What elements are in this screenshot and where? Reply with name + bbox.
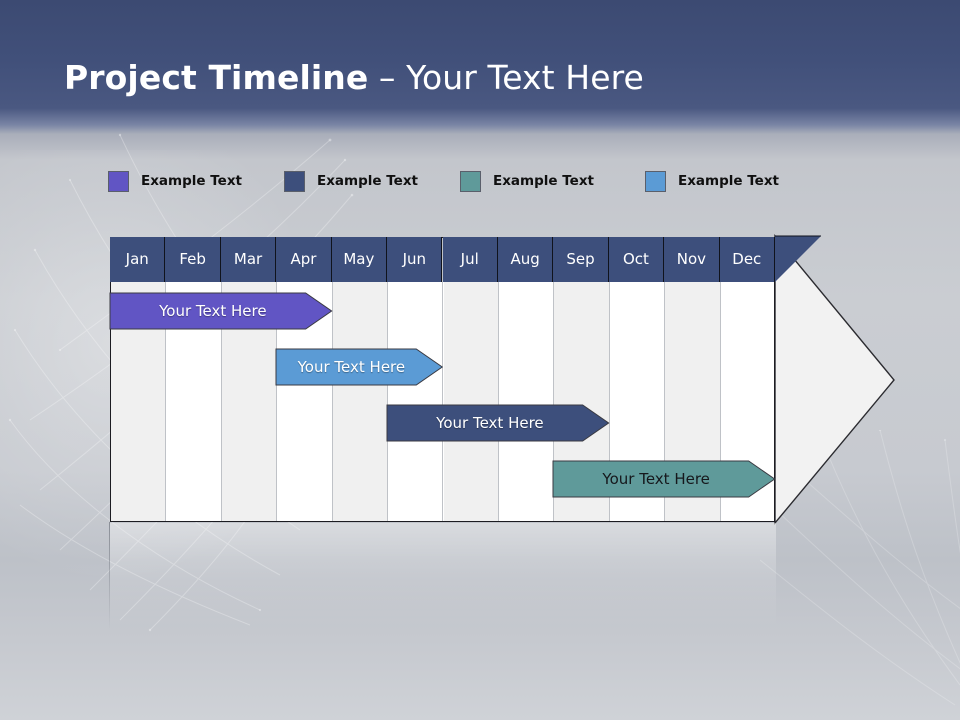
page-title-rest: – Your Text Here bbox=[368, 58, 644, 97]
timeline-bar-4-label: Your Text Here bbox=[602, 470, 710, 488]
timeline-column-oct bbox=[610, 238, 666, 521]
month-header-aug[interactable]: Aug bbox=[497, 237, 554, 282]
legend-swatch-purple bbox=[108, 170, 129, 192]
timeline-bar-3[interactable]: Your Text Here bbox=[386, 404, 610, 442]
legend-swatch-teal bbox=[460, 170, 481, 192]
month-header-dec[interactable]: Dec bbox=[719, 237, 775, 282]
legend-label-1: Example Text bbox=[141, 173, 242, 189]
timeline-column-jan bbox=[111, 238, 167, 521]
legend-swatch-lightblue bbox=[645, 170, 666, 192]
legend-item-3[interactable]: Example Text bbox=[460, 168, 594, 194]
timeline-bar-1-label: Your Text Here bbox=[159, 302, 267, 320]
month-header-label: Jun bbox=[402, 250, 426, 268]
legend-item-2[interactable]: Example Text bbox=[284, 168, 418, 194]
legend-item-1[interactable]: Example Text bbox=[108, 168, 242, 194]
legend-label-4: Example Text bbox=[678, 173, 779, 189]
month-header-mar[interactable]: Mar bbox=[220, 237, 277, 282]
timeline-bar-4[interactable]: Your Text Here bbox=[552, 460, 776, 498]
month-header-jul[interactable]: Jul bbox=[442, 237, 498, 282]
timeline-column-feb bbox=[166, 238, 222, 521]
month-header-label: Jul bbox=[460, 250, 479, 268]
month-header-jan[interactable]: Jan bbox=[110, 237, 166, 282]
month-header-label: Nov bbox=[676, 250, 706, 268]
legend: Example Text Example Text Example Text E… bbox=[108, 168, 828, 198]
month-header-nov[interactable]: Nov bbox=[664, 237, 720, 282]
timeline-month-header: Jan Feb Mar Apr May Jun Jul Aug Sep Oct Nov Dec bbox=[110, 237, 775, 282]
page-title: Project Timeline – Your Text Here bbox=[64, 58, 644, 97]
timeline-bar-1[interactable]: Your Text Here bbox=[109, 292, 333, 330]
month-header-label: Aug bbox=[510, 250, 540, 268]
month-header-label: May bbox=[343, 250, 375, 268]
legend-swatch-navy bbox=[284, 170, 305, 192]
month-header-jun[interactable]: Jun bbox=[387, 237, 443, 282]
month-header-label: Dec bbox=[732, 250, 762, 268]
month-header-label: Apr bbox=[290, 250, 317, 268]
month-header-apr[interactable]: Apr bbox=[276, 237, 332, 282]
month-header-label: Sep bbox=[566, 250, 595, 268]
timeline-column-jul bbox=[443, 238, 499, 521]
page-title-bold: Project Timeline bbox=[64, 58, 369, 97]
month-header-oct[interactable]: Oct bbox=[608, 237, 665, 282]
legend-label-3: Example Text bbox=[493, 173, 594, 189]
timeline-column-aug bbox=[499, 238, 555, 521]
timeline-bar-2-label: Your Text Here bbox=[297, 358, 406, 376]
month-header-label: Jan bbox=[125, 250, 149, 268]
month-header-label: Oct bbox=[622, 250, 649, 268]
month-header-sep[interactable]: Sep bbox=[553, 237, 609, 282]
legend-item-4[interactable]: Example Text bbox=[645, 168, 779, 194]
month-header-feb[interactable]: Feb bbox=[165, 237, 221, 282]
month-header-may[interactable]: May bbox=[331, 237, 388, 282]
legend-label-2: Example Text bbox=[317, 173, 418, 189]
timeline-bar-3-label: Your Text Here bbox=[436, 414, 544, 432]
timeline-bar-2[interactable]: Your Text Here bbox=[275, 348, 444, 386]
timeline-arrowhead bbox=[774, 234, 895, 525]
timeline-chart: Jan Feb Mar Apr May Jun Jul Aug Sep Oct Nov Dec You… bbox=[109, 234, 895, 525]
month-header-label: Feb bbox=[179, 250, 206, 268]
timeline-column-jun bbox=[388, 238, 444, 521]
month-header-label: Mar bbox=[233, 250, 263, 268]
